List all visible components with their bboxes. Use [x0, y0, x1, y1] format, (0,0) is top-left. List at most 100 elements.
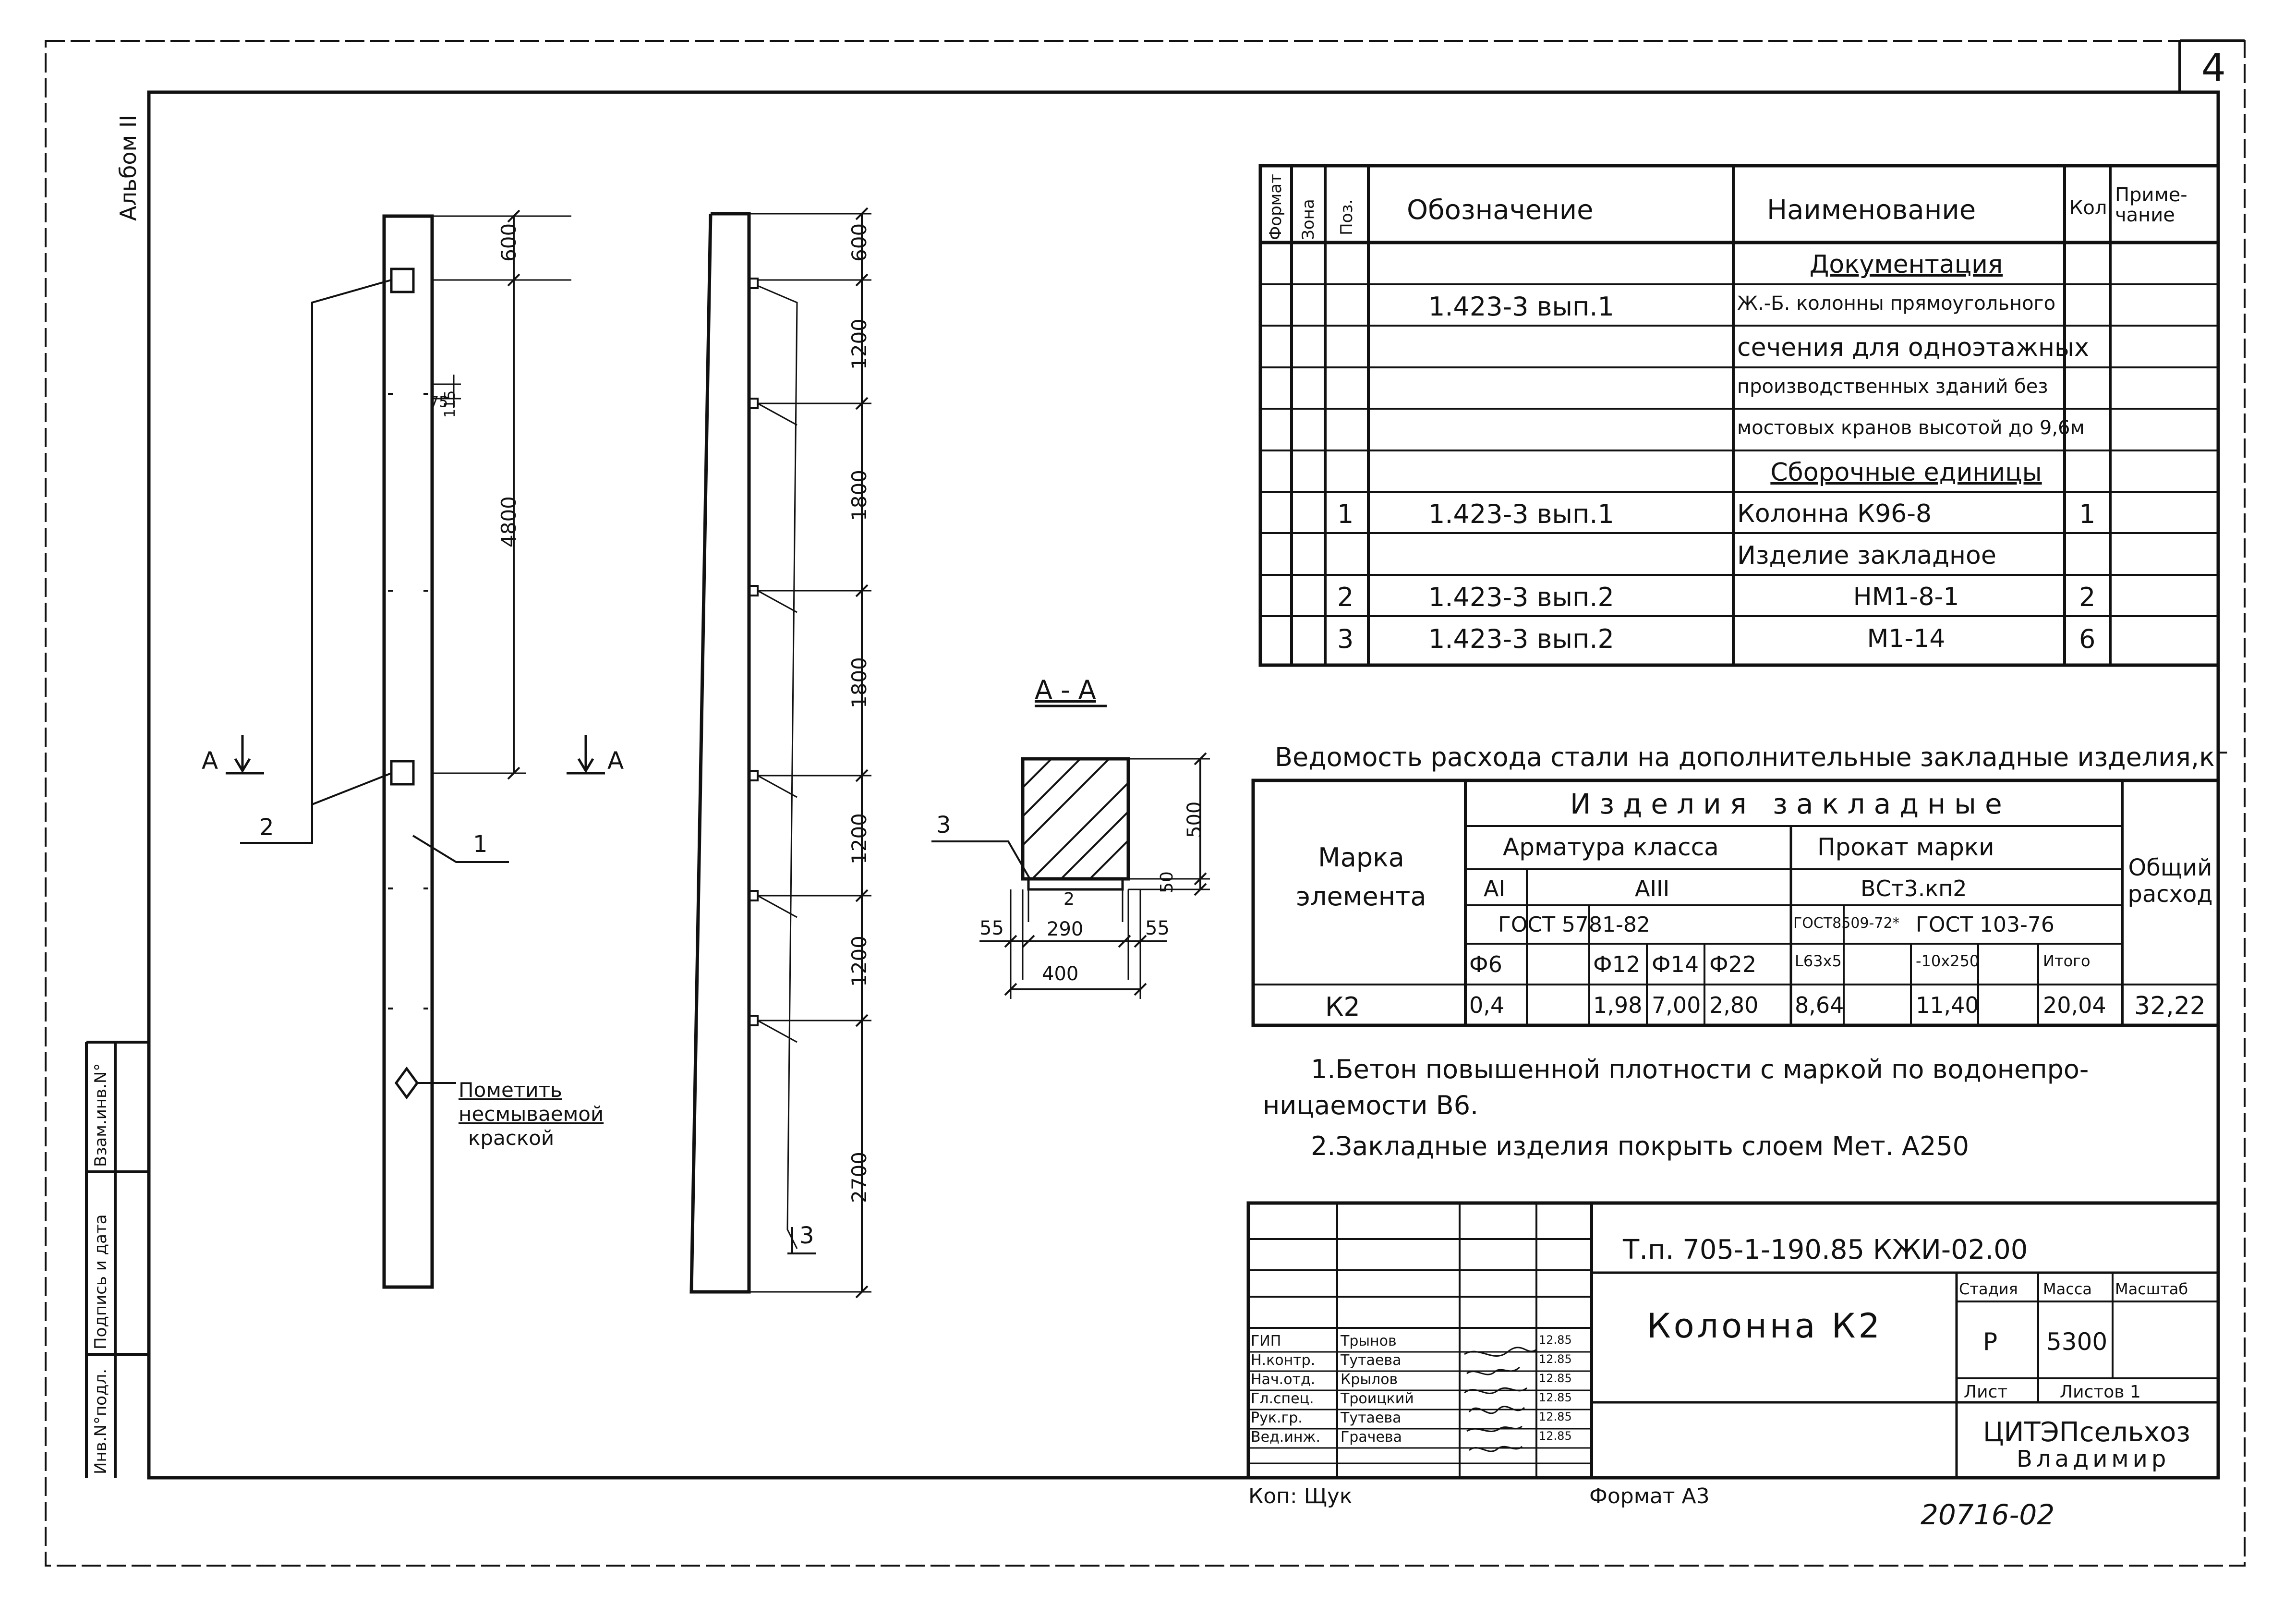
- tb-org-2: Владимир: [2017, 1446, 2170, 1472]
- tb-sheets-h: Листов 1: [2060, 1382, 2141, 1402]
- front-dim-600: 600: [497, 223, 520, 262]
- tb-role: ГИП: [1251, 1333, 1281, 1350]
- spec-row-qty: 2: [2079, 582, 2096, 612]
- side-dim-1200-b: 1200: [847, 813, 871, 864]
- steel-gost-2: ГОСТ8509-72*: [1793, 915, 1900, 932]
- steel-size-cell: Ф22: [1709, 951, 1757, 977]
- steel-size-cell: L63x5: [1795, 952, 1842, 970]
- tb-mass-h: Масса: [2043, 1280, 2092, 1298]
- tb-org-1: ЦИТЭПсельхоз: [1983, 1417, 2191, 1448]
- spec-h-zone: Зона: [1299, 199, 1318, 240]
- tb-role: Рук.гр.: [1251, 1410, 1303, 1426]
- tb-role: Нач.отд.: [1251, 1371, 1316, 1388]
- stamp-sign-date: Подпись и дата: [91, 1214, 110, 1350]
- spec-row-name: сечения для одноэтажных: [1737, 333, 2089, 362]
- spec-row-pos: 1: [1337, 499, 1354, 529]
- note-2: 2.Закладные изделия покрыть слоем Мет. А…: [1311, 1131, 1970, 1161]
- spec-row-name: М1-14: [1867, 624, 1946, 653]
- footer-format: Формат А3: [1589, 1484, 1710, 1508]
- title-block-grid: [1246, 1201, 2220, 1480]
- spec-row-qty: 6: [2079, 623, 2096, 654]
- tb-role: Вед.инж.: [1251, 1429, 1320, 1446]
- tb-date: 12.85: [1539, 1429, 1572, 1443]
- side-dim-2700: 2700: [847, 1152, 871, 1203]
- side-callout-3: 3: [799, 1222, 814, 1249]
- steel-row-mark: К2: [1325, 992, 1360, 1022]
- spec-row-designation: 1.423-3 вып.1: [1428, 499, 1614, 529]
- tb-scale-h: Масштаб: [2115, 1280, 2188, 1298]
- spec-h-pos: Поз.: [1337, 199, 1356, 235]
- spec-row-designation: 1.423-3 вып.2: [1428, 582, 1614, 612]
- spec-row-name: Документация: [1809, 250, 2003, 279]
- section-a-a: [931, 705, 1210, 999]
- section-dim-400: 400: [1042, 963, 1079, 985]
- stamp-vzam: Взам.инв.N°: [91, 1063, 110, 1167]
- steel-value-cell: 0,4: [1469, 992, 1505, 1018]
- side-dim-1200-a: 1200: [847, 318, 871, 370]
- footer-number: 20716-02: [1921, 1498, 2055, 1531]
- spec-row-designation: 1.423-3 вып.2: [1428, 623, 1614, 654]
- steel-grade: ВСт3.кп2: [1861, 875, 1967, 901]
- album-label: Альбом II: [115, 115, 141, 221]
- spec-row-qty: 1: [2079, 499, 2096, 529]
- tb-person: Трынов: [1341, 1333, 1397, 1350]
- tb-sheet-h: Лист: [1964, 1382, 2008, 1402]
- mark-note-line-3: краской: [468, 1126, 555, 1150]
- spec-row-designation: 1.423-3 вып.1: [1428, 291, 1614, 322]
- steel-value-cell: 7,00: [1652, 992, 1701, 1018]
- steel-size-cell: Ф14: [1652, 951, 1699, 977]
- spec-row-name: Сборочные единицы: [1770, 458, 2042, 487]
- spec-h-note: Приме-чание: [2115, 184, 2187, 226]
- tb-person: Тутаева: [1341, 1352, 1402, 1369]
- spec-row-name: Колонна К96-8: [1737, 499, 1932, 528]
- spec-table-grid: [1258, 164, 2220, 667]
- section-title: А - А: [1035, 675, 1096, 705]
- footer-copied: Коп: Щук: [1248, 1484, 1353, 1508]
- callout-2: 2: [259, 814, 274, 841]
- tb-date: 12.85: [1539, 1352, 1572, 1366]
- spec-row-pos: 3: [1337, 623, 1354, 654]
- section-callout-3: 3: [936, 812, 951, 839]
- mark-note-line-1: Пометить: [459, 1078, 562, 1102]
- steel-gost-3: ГОСТ 103-76: [1916, 912, 2054, 937]
- tb-person: Грачева: [1341, 1429, 1402, 1446]
- steel-value-cell: 1,98: [1593, 992, 1643, 1018]
- steel-size-cell: Итого: [2043, 952, 2091, 970]
- mark-note-line-2: несмываемой: [459, 1102, 604, 1126]
- section-callout-2: 2: [1063, 889, 1075, 909]
- tb-person: Крылов: [1341, 1371, 1398, 1388]
- callout-1: 1: [473, 831, 488, 858]
- tb-mass: 5300: [2046, 1328, 2108, 1356]
- tb-date: 12.85: [1539, 1410, 1572, 1423]
- steel-total: 32,22: [2134, 992, 2206, 1021]
- tb-stage-h: Стадия: [1959, 1280, 2018, 1298]
- steel-table-grid: [1251, 778, 2220, 1027]
- tb-date: 12.85: [1539, 1333, 1572, 1347]
- section-mark-left: А: [202, 747, 218, 775]
- section-mark-right: А: [607, 747, 624, 775]
- steel-value-cell: 20,04: [2043, 992, 2106, 1018]
- side-view-column: [689, 207, 871, 1299]
- note-1b: ницаемости В6.: [1263, 1090, 1479, 1120]
- section-dim-55-right: 55: [1145, 917, 1170, 939]
- steel-value-cell: 11,40: [1916, 992, 1979, 1018]
- note-1a: 1.Бетон повышенной плотности с маркой по…: [1311, 1054, 2089, 1084]
- steel-gost-1: ГОСТ 5781-82: [1498, 912, 1650, 937]
- steel-size-cell: Ф12: [1593, 951, 1641, 977]
- steel-value-cell: 8,64: [1795, 992, 1844, 1018]
- steel-h-total: Общий расход: [2127, 854, 2213, 908]
- steel-value-cell: 2,80: [1709, 992, 1759, 1018]
- tb-person: Троицкий: [1341, 1390, 1414, 1407]
- section-dim-290: 290: [1047, 918, 1084, 940]
- spec-h-designation: Обозначение: [1407, 195, 1594, 226]
- steel-cls-a3: AIII: [1635, 875, 1670, 901]
- front-dim-4800: 4800: [497, 496, 520, 547]
- steel-h-mark: Марка элемента: [1296, 842, 1426, 912]
- tb-stage: Р: [1983, 1328, 1998, 1356]
- steel-cls-a1: AI: [1484, 875, 1506, 901]
- tb-role: Гл.спец.: [1251, 1390, 1314, 1407]
- section-dim-55-left: 55: [979, 917, 1004, 939]
- steel-h-rolled: Прокат марки: [1817, 833, 1994, 861]
- steel-size-cell: -10x250: [1916, 952, 1980, 970]
